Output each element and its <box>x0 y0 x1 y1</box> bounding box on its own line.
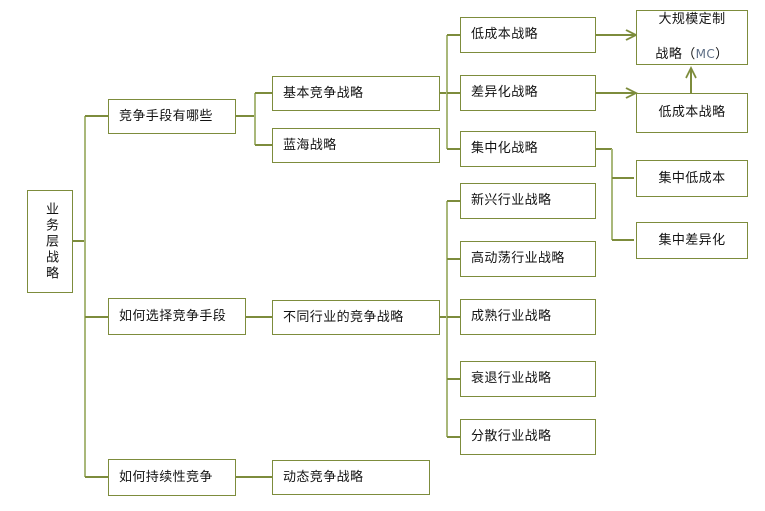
node-mass-customization-strategy[interactable]: 大规模定制 战略（MC） <box>636 10 748 65</box>
node-declining-industry-strategy[interactable]: 衰退行业战略 <box>460 361 596 397</box>
node-focus-strategy[interactable]: 集中化战略 <box>460 131 596 167</box>
node-how-to-compete-sustainably[interactable]: 如何持续性竞争 <box>108 459 236 496</box>
node-focused-low-cost[interactable]: 集中低成本 <box>636 160 748 197</box>
node-basic-competitive-strategy[interactable]: 基本竞争战略 <box>272 76 440 111</box>
mass-customization-line-2-suffix: ） <box>715 47 729 63</box>
node-blue-ocean-strategy[interactable]: 蓝海战略 <box>272 128 440 163</box>
node-differentiation-strategy[interactable]: 差异化战略 <box>460 75 596 111</box>
node-high-turbulence-industry-strategy[interactable]: 高动荡行业战略 <box>460 241 596 277</box>
node-industry-competitive-strategies[interactable]: 不同行业的竞争战略 <box>272 300 440 335</box>
node-focused-differentiation[interactable]: 集中差异化 <box>636 222 748 259</box>
node-how-to-choose-competition-methods[interactable]: 如何选择竞争手段 <box>108 298 246 335</box>
root-node-business-level-strategy[interactable]: 业务层战略 <box>27 190 73 293</box>
node-low-cost-strategy[interactable]: 低成本战略 <box>460 17 596 53</box>
mass-customization-abbreviation: MC <box>695 47 716 62</box>
node-dynamic-competitive-strategy[interactable]: 动态竞争战略 <box>272 460 430 495</box>
mass-customization-line-2: 战略（MC） <box>655 29 728 65</box>
mass-customization-line-1: 大规模定制 <box>658 11 726 27</box>
node-fragmented-industry-strategy[interactable]: 分散行业战略 <box>460 419 596 455</box>
mass-customization-line-2-prefix: 战略（ <box>655 47 696 63</box>
node-emerging-industry-strategy[interactable]: 新兴行业战略 <box>460 183 596 219</box>
node-low-cost-strategy-right[interactable]: 低成本战略 <box>636 93 748 133</box>
node-mature-industry-strategy[interactable]: 成熟行业战略 <box>460 299 596 335</box>
node-competition-methods[interactable]: 竞争手段有哪些 <box>108 99 236 134</box>
